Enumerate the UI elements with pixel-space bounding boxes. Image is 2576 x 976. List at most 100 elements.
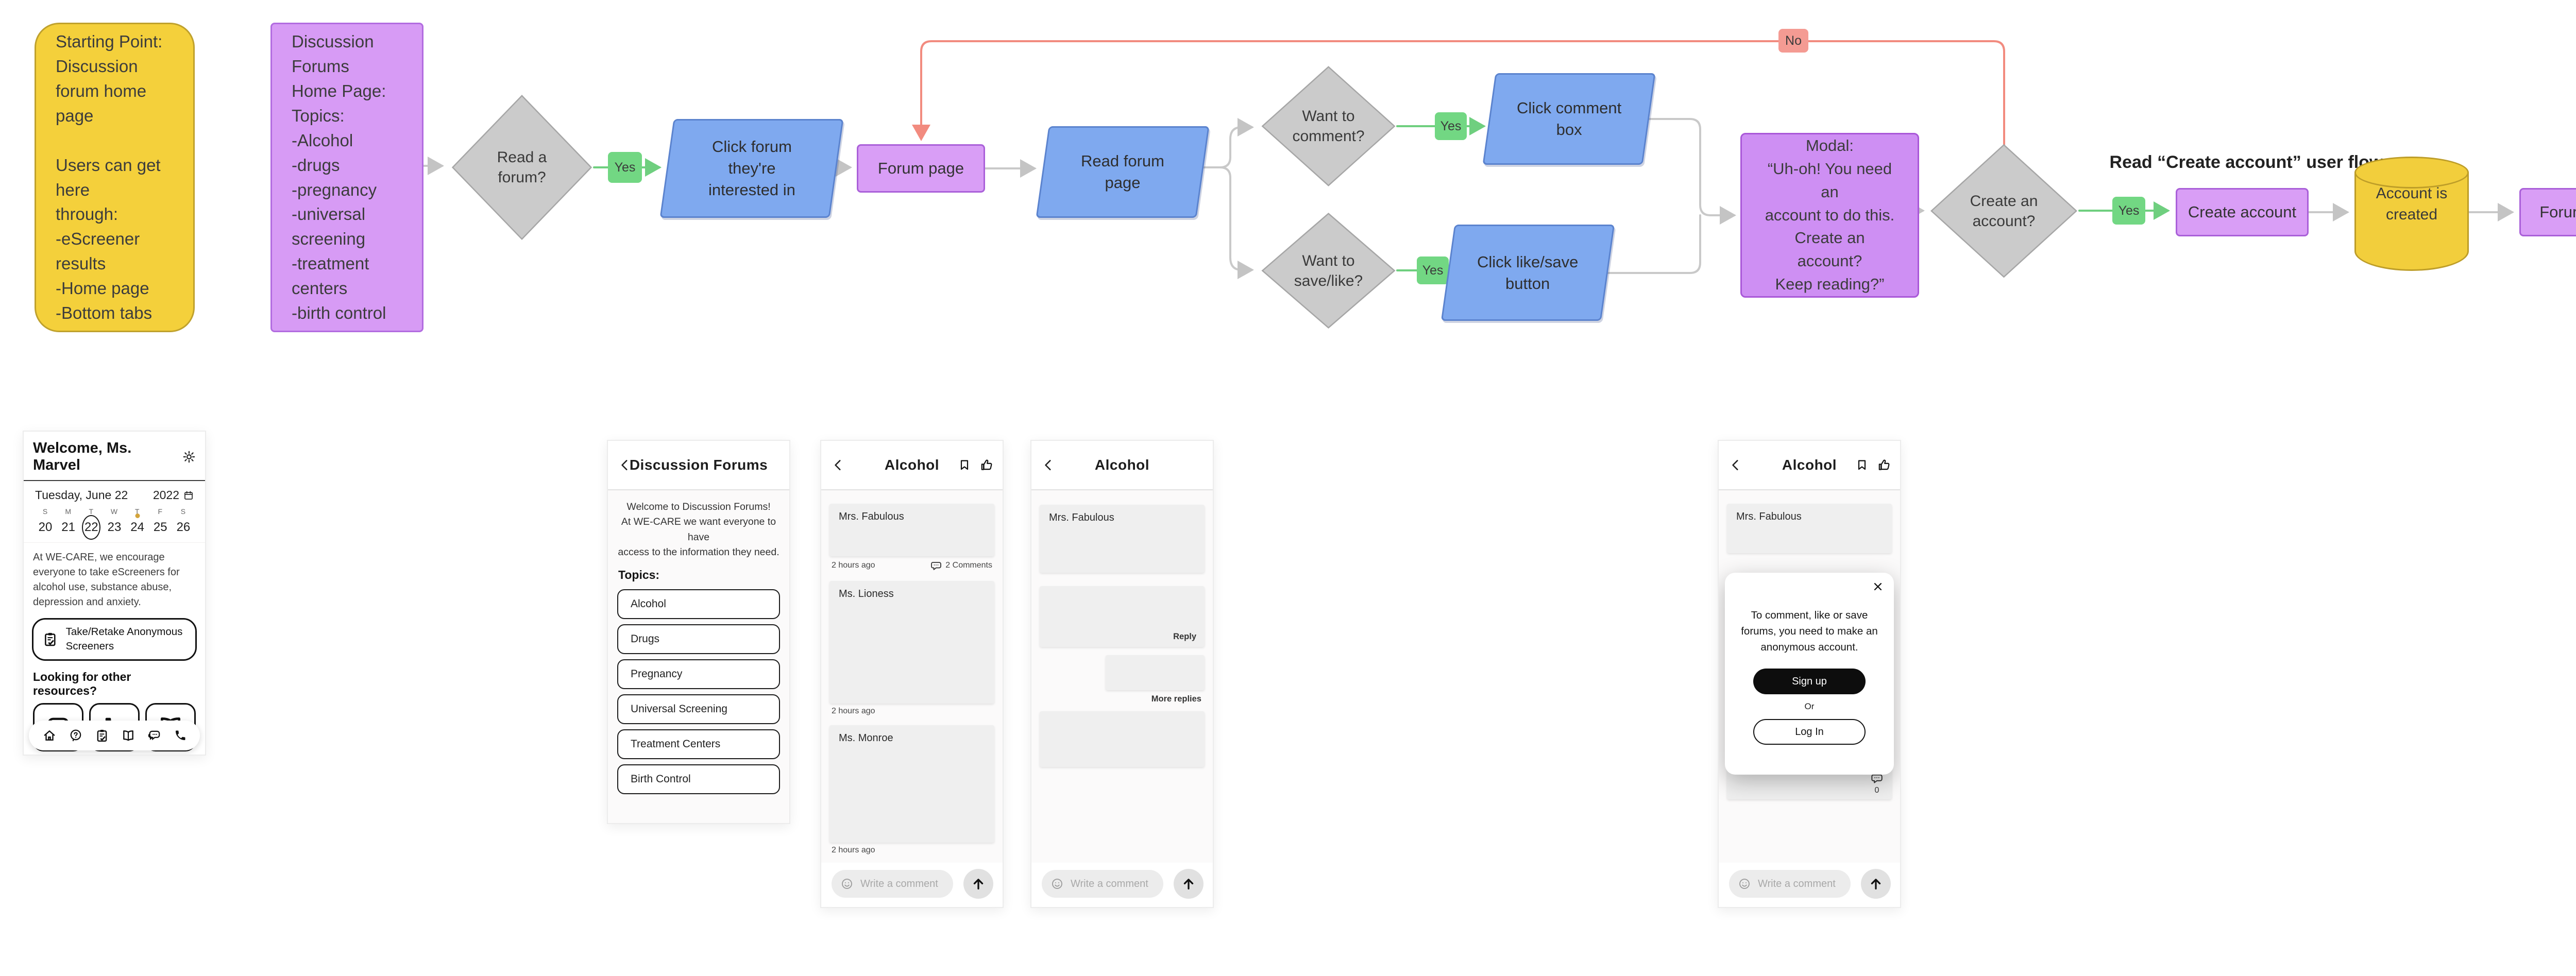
smiley-icon[interactable] — [841, 878, 853, 890]
back-icon[interactable] — [1729, 458, 1742, 472]
alcohol-title: Alcohol — [1094, 457, 1150, 473]
home-tab-icon[interactable] — [43, 729, 56, 742]
node-forum-page[interactable]: Forum page — [857, 144, 985, 193]
forums-title: Discussion Forums — [629, 457, 768, 473]
post-card[interactable]: Mrs. Fabulous — [1727, 504, 1892, 553]
node-forum-page-2[interactable]: Forum Page — [2519, 188, 2576, 236]
smiley-icon[interactable] — [1051, 878, 1063, 890]
more-replies-link[interactable]: More replies — [1151, 694, 1201, 704]
help-tab-icon[interactable] — [69, 729, 82, 742]
comment-input[interactable]: Write a comment — [832, 870, 953, 898]
header-divider — [1031, 489, 1213, 490]
home-title: Welcome, Ms. Marvel — [33, 440, 132, 473]
comment-input[interactable]: Write a comment — [1042, 870, 1163, 898]
comment-placeholder: Write a comment — [1071, 878, 1148, 889]
send-arrow-icon — [971, 877, 986, 891]
date-cell[interactable]: 23 — [107, 520, 122, 534]
node-account-created[interactable]: Account is created — [2354, 157, 2469, 271]
comments-icon[interactable] — [930, 559, 942, 572]
comments-count: 0 — [1874, 786, 1879, 795]
edge-label-yes[interactable]: Yes — [2112, 197, 2145, 225]
send-button[interactable] — [1861, 869, 1891, 899]
log-in-button[interactable]: Log In — [1753, 719, 1866, 745]
topics-label: Topics: — [618, 568, 660, 581]
screener-tab-icon[interactable] — [95, 729, 109, 742]
thumbs-up-icon[interactable] — [980, 458, 993, 472]
action-click-forum[interactable]: Click forum they're interested in — [659, 119, 844, 218]
topic-button[interactable]: Birth Control — [617, 764, 780, 794]
comment-card[interactable]: Reply — [1040, 586, 1205, 647]
date-cell[interactable]: 20 — [38, 520, 53, 534]
or-label: Or — [1804, 701, 1815, 712]
forum-post-card[interactable]: Ms. Lioness — [829, 581, 994, 704]
header-divider — [1719, 489, 1900, 490]
modal-message: To comment, like or save forums, you nee… — [1741, 609, 1878, 653]
comments-count[interactable]: 2 Comments — [945, 561, 992, 570]
post-time: 2 hours ago — [832, 561, 875, 570]
forum-post-card[interactable]: Ms. Monroe — [829, 725, 994, 843]
resources-question: Looking for other resources? — [33, 670, 131, 697]
start-note[interactable]: Starting Point: Discussion forum home pa… — [35, 23, 195, 332]
reply-link[interactable]: Reply — [1173, 632, 1196, 641]
bookmark-icon[interactable] — [958, 459, 971, 471]
decision-want-save-like[interactable]: Want to save/like? — [1260, 211, 1397, 330]
topic-button[interactable]: Treatment Centers — [617, 729, 780, 759]
thumbs-up-icon[interactable] — [1877, 458, 1891, 472]
send-arrow-icon — [1869, 877, 1883, 891]
topic-button[interactable]: Drugs — [617, 624, 780, 654]
bookmark-icon[interactable] — [1856, 459, 1868, 471]
action-click-like-save[interactable]: Click like/save button — [1440, 225, 1615, 321]
calendar-icon[interactable] — [183, 490, 194, 501]
decision-create-account[interactable]: Create an account? — [1928, 142, 2079, 280]
action-read-forum-page[interactable]: Read forum page — [1036, 126, 1210, 218]
call-tab-icon[interactable] — [174, 729, 187, 742]
date-cell[interactable]: 26 — [176, 520, 191, 534]
forums-welcome-text: Welcome to Discussion Forums! At WE-CARE… — [618, 501, 779, 558]
gear-icon[interactable] — [182, 450, 196, 464]
send-arrow-icon — [1181, 877, 1196, 891]
edge-label-yes[interactable]: Yes — [1435, 112, 1467, 140]
screen-home: Welcome, Ms. Marvel Tuesday, June 22 202… — [23, 431, 206, 756]
forums-tab-icon[interactable] — [148, 729, 161, 742]
action-click-comment-box[interactable]: Click comment box — [1482, 73, 1656, 165]
comment-card[interactable] — [1040, 711, 1205, 767]
screen-alcohol-posts: Alcohol Mrs. Fabulous 2 hours ago 2 Comm… — [820, 440, 1004, 908]
node-create-account[interactable]: Create account — [2176, 188, 2309, 236]
post-time: 2 hours ago — [832, 707, 875, 715]
date-cell-event[interactable]: 24 — [127, 516, 148, 539]
sign-up-button[interactable]: Sign up — [1753, 669, 1866, 695]
topic-button[interactable]: Universal Screening — [617, 694, 780, 724]
decision-read-forum[interactable]: Read a forum? — [450, 93, 594, 242]
decision-want-comment[interactable]: Want to comment? — [1260, 64, 1397, 188]
back-icon[interactable] — [1042, 458, 1055, 472]
modal-note[interactable]: Modal: “Uh-oh! You need an account to do… — [1740, 133, 1919, 298]
send-button[interactable] — [963, 869, 993, 899]
close-icon[interactable] — [1872, 581, 1884, 592]
smiley-icon[interactable] — [1738, 878, 1751, 890]
take-screeners-button[interactable]: Take/Retake Anonymous Screeners — [32, 618, 197, 661]
home-page-note[interactable]: Discussion Forums Home Page: Topics: -Al… — [270, 23, 423, 332]
send-button[interactable] — [1174, 869, 1204, 899]
edge-label-no[interactable]: No — [1778, 29, 1808, 53]
signup-modal: To comment, like or save forums, you nee… — [1725, 573, 1894, 775]
topic-button[interactable]: Alcohol — [617, 589, 780, 619]
forum-post-card[interactable]: Mrs. Fabulous — [829, 504, 994, 556]
edge-label-yes[interactable]: Yes — [608, 152, 642, 183]
date-cell[interactable]: 21 — [61, 520, 75, 534]
date-cell-selected[interactable]: 22 — [81, 515, 101, 540]
reply-card[interactable] — [1106, 655, 1205, 690]
edge-label-yes[interactable]: Yes — [1417, 256, 1449, 284]
comment-bar: Write a comment — [821, 863, 1003, 907]
back-icon[interactable] — [832, 458, 845, 472]
post-card[interactable]: Mrs. Fabulous — [1040, 505, 1205, 573]
back-icon[interactable] — [618, 458, 632, 472]
library-tab-icon[interactable] — [122, 729, 135, 742]
date-cell[interactable]: 25 — [153, 520, 167, 534]
topic-button[interactable]: Pregnancy — [617, 659, 780, 689]
comment-input[interactable]: Write a comment — [1729, 870, 1851, 898]
weekday: M — [65, 507, 72, 516]
weekday: S — [42, 507, 48, 516]
screen-forums: Discussion Forums Welcome to Discussion … — [607, 440, 790, 824]
